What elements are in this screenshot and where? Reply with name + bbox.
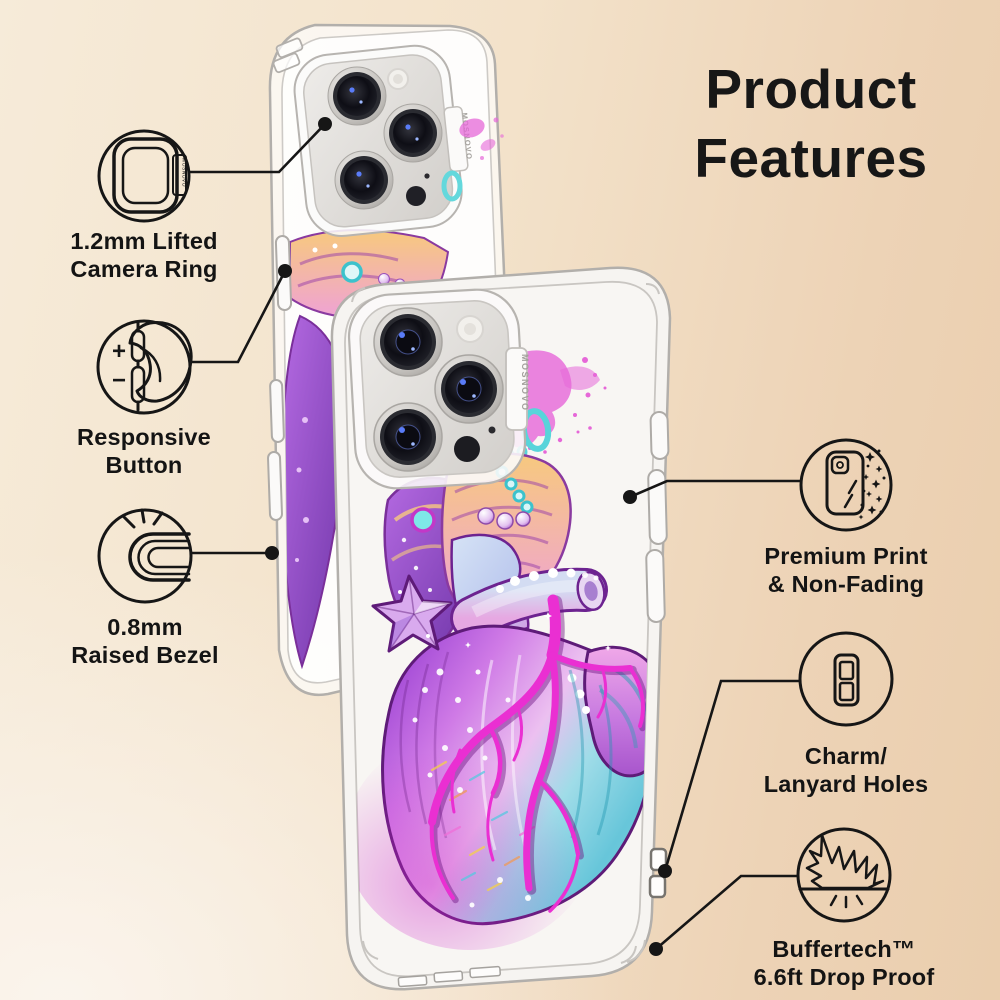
camera-ring-icon: MOSNOVO — [97, 129, 191, 223]
front-brand-tab: MOSNOVO — [505, 347, 530, 431]
raised-bezel-icon — [97, 508, 193, 604]
back-paint-splash — [459, 117, 504, 160]
print-sparkle-icon — [799, 438, 893, 532]
front-lidar — [454, 436, 480, 462]
front-bottom-ribs — [397, 965, 501, 988]
page-title: Product Features — [656, 55, 966, 193]
page-title-line1: Product — [705, 58, 917, 120]
feature-label-drop-proof: Buffertech™ 6.6ft Drop Proof — [753, 936, 935, 990]
callout-line-drop-proof — [655, 874, 798, 950]
front-camera-lenses — [373, 307, 504, 472]
svg-text:MOSNOVO: MOSNOVO — [520, 354, 530, 412]
back-camera-lenses — [327, 66, 443, 210]
feature-label-camera-ring: 1.2mm Lifted Camera Ring — [70, 228, 218, 282]
star-ornament — [371, 574, 453, 653]
svg-text:−: − — [112, 367, 126, 394]
back-teal-ring — [441, 170, 463, 202]
white-dots — [412, 572, 599, 908]
front-corner-bumpers — [351, 283, 660, 964]
page-title-line2: Features — [694, 127, 928, 189]
callout-dots — [265, 117, 672, 956]
callout-line-lanyard-holes — [663, 679, 800, 872]
feature-label-raised-bezel: 0.8mm Raised Bezel — [71, 614, 219, 668]
back-corner-bumper — [272, 37, 304, 74]
callout-line-camera-ring — [189, 123, 326, 174]
heart-veins — [428, 594, 649, 913]
front-camera-module: MOSNOVO — [347, 288, 530, 490]
feature-label-lanyard-holes: Charm/ Lanyard Holes — [763, 743, 929, 797]
feature-label-premium-print: Premium Print & Non-Fading — [764, 543, 928, 597]
callout-lines — [189, 123, 801, 950]
feature-label-responsive-button: Responsive Button — [77, 424, 211, 478]
callout-line-responsive-button — [190, 270, 287, 364]
volume-buttons-icon: + − — [96, 319, 193, 415]
phone-case-front: MOSNOVO — [330, 266, 672, 991]
back-lidar — [406, 186, 426, 206]
drop-impact-icon — [796, 827, 892, 923]
svg-text:+: + — [112, 338, 126, 365]
lanyard-holes-icon — [798, 631, 894, 727]
callout-line-premium-print — [629, 479, 801, 499]
svg-text:MOSNOVO: MOSNOVO — [181, 158, 187, 187]
tube-dots — [496, 568, 576, 593]
